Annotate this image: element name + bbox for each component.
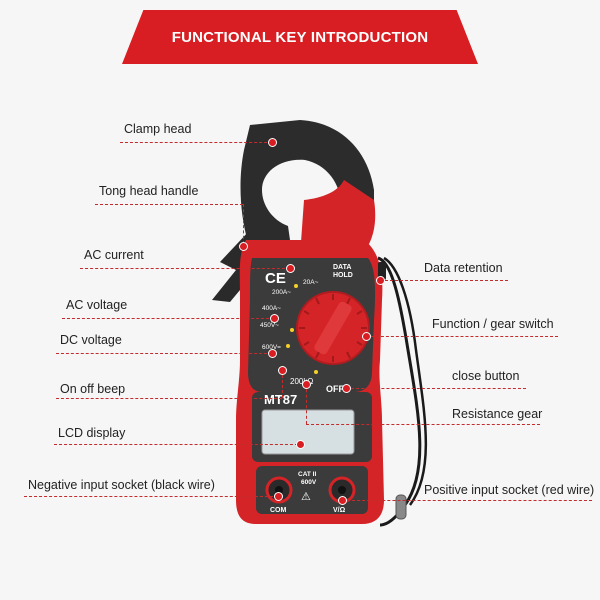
dot-data-retention: [376, 276, 385, 285]
dial-knob-grip: [314, 301, 352, 355]
leader-on-off-beep: [56, 398, 282, 399]
label-lcd-display: LCD display: [58, 426, 126, 440]
leader-resistance-gear: [306, 424, 540, 425]
warning-icon: ⚠: [301, 491, 311, 503]
label-data-retention: Data retention: [424, 261, 503, 275]
vleader-tong-head-handle: [243, 204, 244, 244]
dot-negative-socket: [274, 492, 283, 501]
lanyard-buckle: [395, 494, 407, 520]
leader-data-retention: [380, 280, 508, 281]
label-negative-socket: Negative input socket (black wire): [28, 478, 215, 492]
vleader-on-off-beep: [282, 370, 283, 398]
dot-resistance-gear: [302, 380, 311, 389]
dot-function-switch: [362, 332, 371, 341]
dot-dc-voltage: [268, 349, 277, 358]
dot-positive-socket: [338, 496, 347, 505]
ce-mark: CE: [265, 270, 286, 287]
label-resistance-gear: Resistance gear: [452, 407, 543, 421]
dot-clamp-head: [268, 138, 277, 147]
com-label: COM: [270, 507, 287, 514]
dot-close-button: [342, 384, 351, 393]
mark-400a: 400A~: [262, 305, 281, 312]
dot-on-off-beep: [278, 366, 287, 375]
data-hold-text-1: DATA: [333, 264, 351, 271]
leader-positive-socket: [342, 500, 592, 501]
vleader-resistance-gear: [306, 384, 307, 424]
title-banner: FUNCTIONAL KEY INTRODUCTION: [122, 10, 478, 64]
label-positive-socket: Positive input socket (red wire): [424, 483, 595, 497]
dot-ac-current: [286, 264, 295, 273]
mark-600v: 600V=: [262, 344, 281, 351]
leader-clamp-head: [120, 142, 272, 143]
mark-450v: 450V~: [260, 322, 279, 329]
lanyard-strap: [377, 256, 422, 527]
leader-tong-head-handle: [95, 204, 243, 205]
mark-200a: 200A~: [272, 289, 291, 296]
leader-dc-voltage: [56, 353, 272, 354]
label-dc-voltage: DC voltage: [60, 333, 122, 347]
leader-function-switch: [366, 336, 558, 337]
leader-ac-current: [80, 268, 290, 269]
label-ac-current: AC current: [84, 248, 144, 262]
mark-off: OFF: [326, 384, 344, 394]
leader-ac-voltage: [62, 318, 274, 319]
label-close-button: close button: [452, 369, 520, 383]
vohm-label: V/Ω: [333, 507, 346, 514]
mark-200kohm: 200kΩ: [290, 377, 313, 386]
label-clamp-head: Clamp head: [124, 122, 192, 136]
leader-negative-socket: [24, 496, 278, 497]
leader-lcd-display: [54, 444, 298, 445]
data-hold-button: [378, 262, 386, 280]
dot-ac-voltage: [270, 314, 279, 323]
model-label: MT87: [264, 392, 297, 407]
label-tong-head-handle: Tong head handle: [99, 184, 199, 198]
dot-lcd-display: [296, 440, 305, 449]
label-function-switch: Function / gear switch: [432, 317, 554, 331]
mark-20a: 20A~: [303, 279, 319, 286]
lcd-screen: [261, 409, 355, 455]
dot-tong-head-handle: [239, 242, 248, 251]
banner-title: FUNCTIONAL KEY INTRODUCTION: [171, 28, 429, 46]
label-on-off-beep: On off beep: [60, 382, 126, 396]
leader-close-button: [346, 388, 526, 389]
cat-voltage: 600V: [301, 479, 317, 486]
data-hold-text-2: HOLD: [333, 272, 353, 279]
cat-rating: CAT II: [298, 471, 316, 478]
label-ac-voltage: AC voltage: [66, 298, 128, 312]
